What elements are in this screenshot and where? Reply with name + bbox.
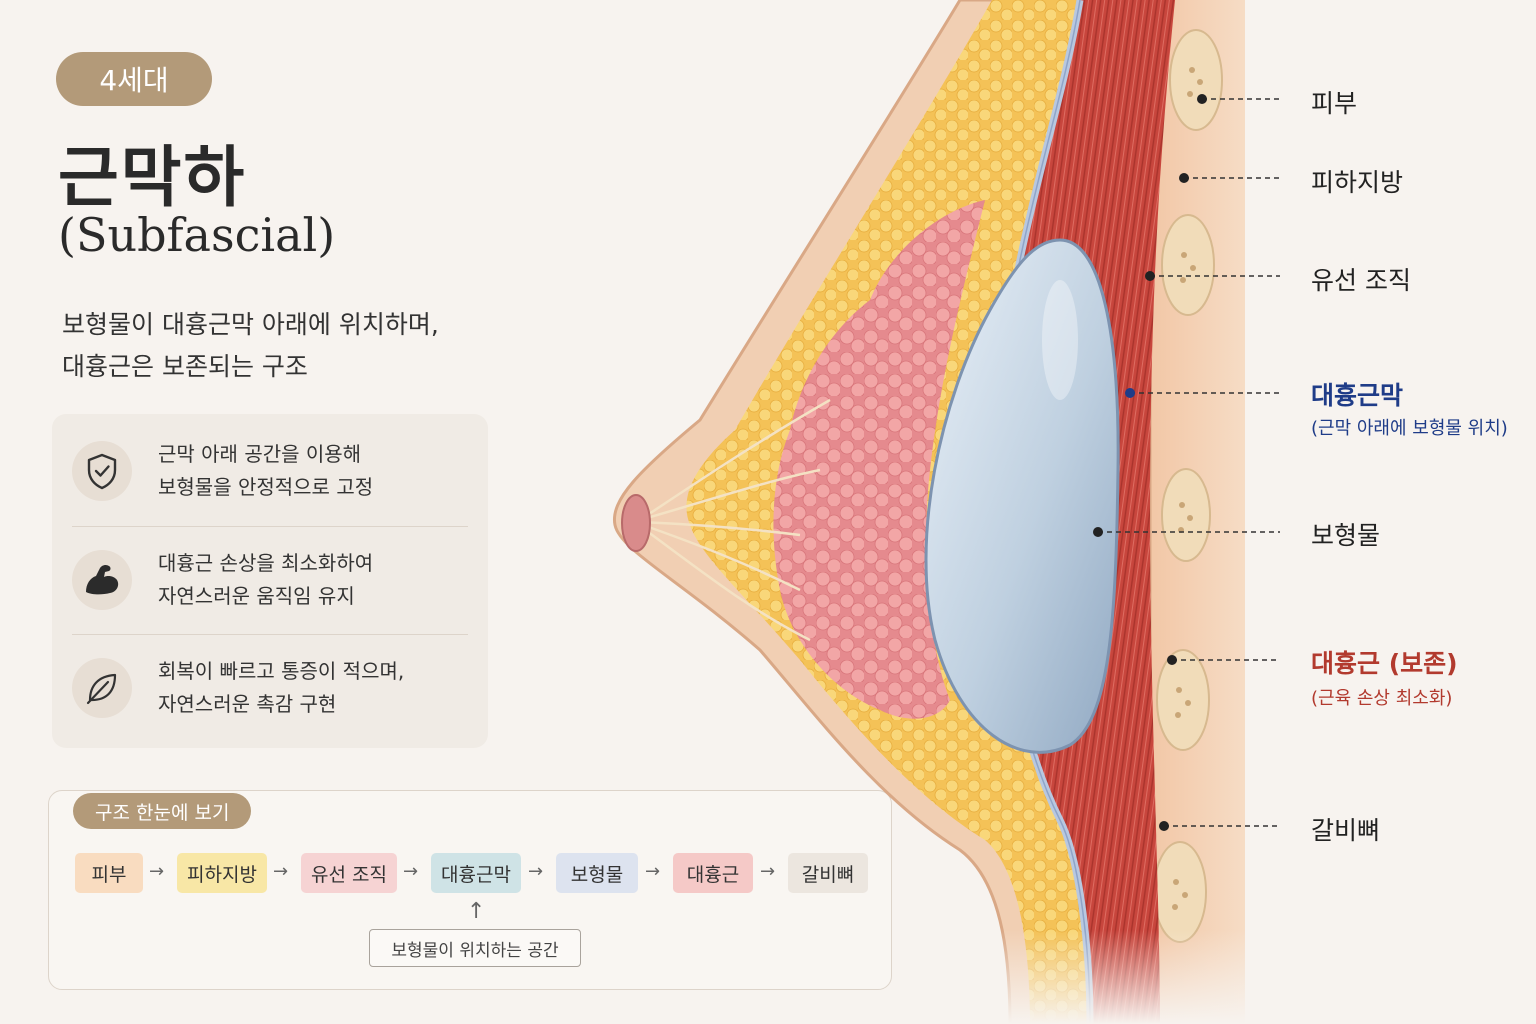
description-line: 대흉근은 보존되는 구조 — [62, 352, 308, 381]
feature-text: 자연스러운 촉감 구현 — [158, 692, 337, 716]
label-pectoralis-major-note: (근육 손상 최소화) — [1311, 688, 1453, 709]
feature-text: 대흉근 손상을 최소화하여 — [158, 551, 374, 575]
label-pectoral-fascia-note: (근막 아래에 보형물 위치) — [1311, 418, 1508, 439]
mammary-gland — [773, 200, 985, 719]
flow-step-fat: 피하지방 — [177, 853, 267, 893]
label-mammary-gland: 유선 조직 — [1311, 266, 1411, 295]
label-skin: 피부 — [1311, 89, 1358, 118]
leader-dots — [1093, 94, 1207, 831]
flow-arrow: → — [645, 861, 661, 882]
flow-step-muscle: 대흉근 — [673, 853, 753, 893]
flow-arrow: → — [273, 861, 289, 882]
feature-item: 회복이 빠르고 통증이 적으며, 자연스러운 촉감 구현 — [72, 634, 468, 741]
label-subcutaneous-fat: 피하지방 — [1311, 168, 1404, 197]
leader-lines — [1098, 98, 1280, 827]
flow-arrow: → — [403, 861, 419, 882]
label-implant: 보형물 — [1311, 521, 1381, 550]
flow-step-implant: 보형물 — [556, 853, 638, 893]
structure-flow: 구조 한눈에 보기 피부 → 피하지방 → 유선 조직 → 대흉근막 → 보형물… — [48, 790, 892, 990]
feature-text: 자연스러운 움직임 유지 — [158, 584, 355, 608]
flow-label: 구조 한눈에 보기 — [73, 793, 252, 829]
implant — [924, 238, 1120, 754]
description: 보형물이 대흉근막 아래에 위치하며, 대흉근은 보존되는 구조 — [62, 304, 439, 388]
page-title: 근막하 — [58, 138, 247, 216]
flow-arrow: → — [149, 861, 165, 882]
flow-step-gland: 유선 조직 — [301, 853, 397, 893]
feature-text: 회복이 빠르고 통증이 적으며, — [158, 659, 405, 683]
flow-step-ribs: 갈비뼈 — [788, 853, 868, 893]
milk-ducts — [639, 398, 831, 642]
flow-step-skin: 피부 — [75, 853, 143, 893]
feature-text: 보형물을 안정적으로 고정 — [158, 475, 374, 499]
leaf-icon — [72, 658, 132, 718]
label-ribs: 갈비뼈 — [1311, 816, 1381, 845]
feature-text: 근막 아래 공간을 이용해 — [158, 442, 362, 466]
shield-check-icon — [72, 441, 132, 501]
feature-item: 근막 아래 공간을 이용해 보형물을 안정적으로 고정 — [72, 418, 468, 524]
ribs — [1153, 29, 1223, 943]
muscle-arm-icon — [72, 550, 132, 610]
feature-list: 근막 아래 공간을 이용해 보형물을 안정적으로 고정 대흉근 손상을 최소화하… — [52, 414, 488, 748]
feature-item: 대흉근 손상을 최소화하여 자연스러운 움직임 유지 — [72, 526, 468, 633]
up-arrow: ↑ — [467, 899, 486, 924]
label-pectoral-fascia: 대흉근막 — [1311, 381, 1404, 410]
flow-arrow: → — [528, 861, 544, 882]
label-pectoralis-major: 대흉근 (보존) — [1311, 649, 1458, 678]
generation-badge: 4세대 — [56, 52, 212, 106]
flow-arrow: → — [760, 861, 776, 882]
flow-step-fascia: 대흉근막 — [431, 853, 521, 893]
implant-position-note: 보형물이 위치하는 공간 — [369, 929, 581, 967]
breast-cross-section-illustration — [612, 0, 1280, 1024]
nipple — [621, 494, 651, 552]
description-line: 보형물이 대흉근막 아래에 위치하며, — [62, 310, 439, 339]
page-subtitle: (Subfascial) — [58, 208, 336, 262]
